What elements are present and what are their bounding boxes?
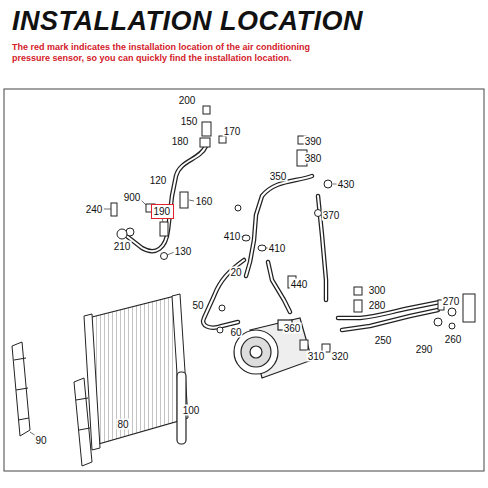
refrigerant-pipes <box>124 146 440 330</box>
callout-number: 900 <box>123 192 142 203</box>
frame <box>4 89 484 471</box>
side-bracket <box>12 342 92 466</box>
callout-number: 310 <box>307 351 326 362</box>
callout-number: 260 <box>444 334 463 345</box>
callout-number: 90 <box>34 435 47 446</box>
callout-number: 20 <box>229 267 242 278</box>
callout-number: 350 <box>269 171 288 182</box>
callout-number: 430 <box>337 179 356 190</box>
callout-number: 300 <box>368 285 387 296</box>
callout-number: 370 <box>322 210 341 221</box>
callout-number: 280 <box>368 300 387 311</box>
pressure-sensor <box>160 222 168 236</box>
callout-number: 160 <box>195 196 214 207</box>
callout-number: 150 <box>180 116 199 127</box>
callout-number: 120 <box>149 175 168 186</box>
callout-number: 390 <box>304 136 323 147</box>
caption-note: The red mark indicates the installation … <box>12 42 342 64</box>
callout-number: 200 <box>178 95 197 106</box>
callout-number: 410 <box>268 243 287 254</box>
callout-number: 130 <box>174 246 193 257</box>
callout-number: 50 <box>191 300 204 311</box>
callout-number: 100 <box>182 405 201 416</box>
callout-number: 380 <box>304 153 323 164</box>
page-title: INSTALLATION LOCATION <box>12 6 363 37</box>
callout-number: 240 <box>85 204 104 215</box>
callout-number: 440 <box>290 279 309 290</box>
compressor <box>234 318 312 378</box>
fittings <box>111 106 475 352</box>
callout-number: 80 <box>116 419 129 430</box>
highlight-box: 190 <box>151 204 174 219</box>
callout-number: 360 <box>283 323 302 334</box>
callout-number: 180 <box>171 136 190 147</box>
callout-number: 190 <box>154 206 171 217</box>
callout-number: 290 <box>415 344 434 355</box>
leader-lines <box>30 184 338 436</box>
callout-number: 410 <box>223 231 242 242</box>
condenser <box>84 294 188 450</box>
callout-number: 250 <box>374 335 393 346</box>
callout-number: 270 <box>442 296 461 307</box>
callout-number: 210 <box>113 241 132 252</box>
callout-number: 60 <box>229 327 242 338</box>
callout-number: 320 <box>331 351 350 362</box>
callout-number: 170 <box>223 126 242 137</box>
